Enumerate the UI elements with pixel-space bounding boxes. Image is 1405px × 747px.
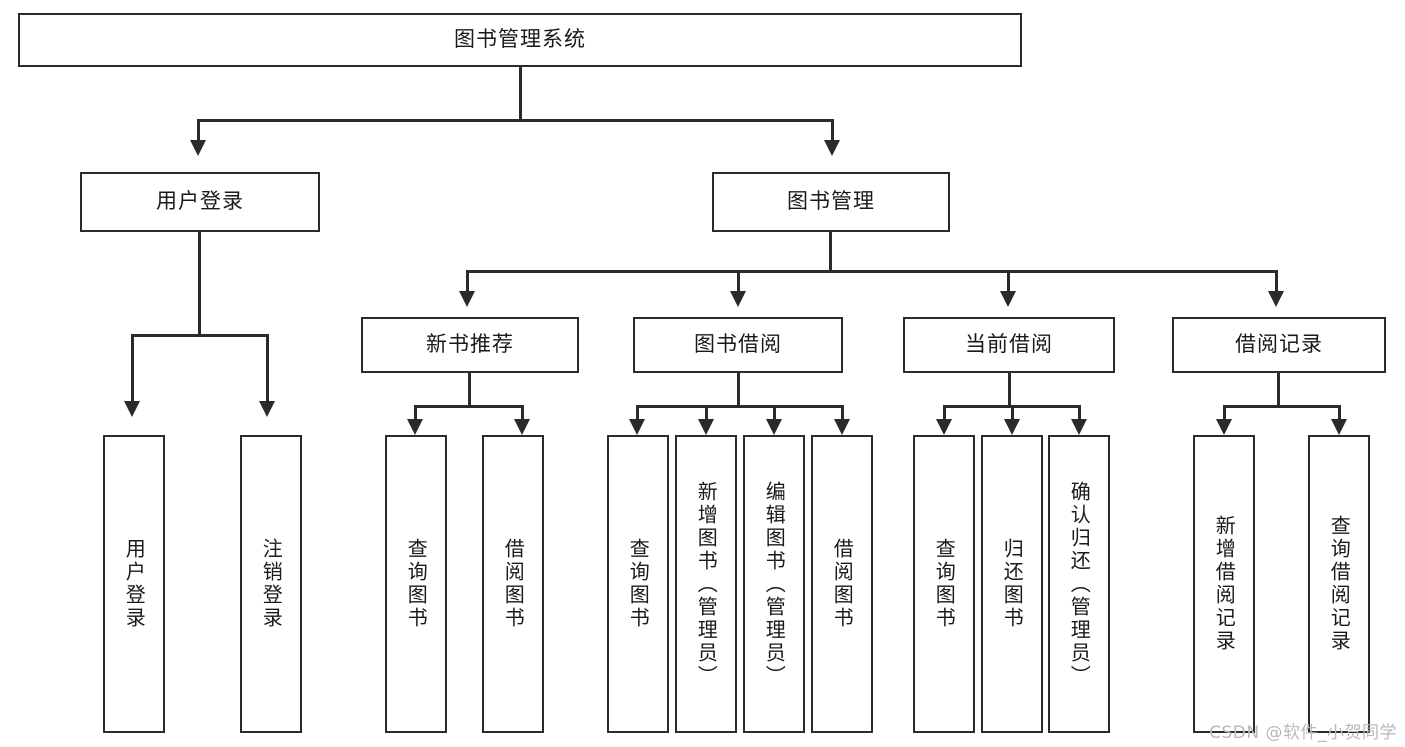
connector-nbr-drop-2 [521, 405, 524, 421]
connector-user-login-stem [198, 232, 201, 336]
arrowhead-borrow-record [1268, 291, 1284, 307]
arrowhead-leaf-query-record [1331, 419, 1347, 435]
connector-bb-drop-2 [705, 405, 708, 421]
node-label: 借阅图书 [501, 538, 526, 630]
connector-to-book-management [831, 119, 834, 141]
connector-user-login-drop-2 [266, 334, 269, 402]
arrowhead-leaf-add-record [1216, 419, 1232, 435]
leaf-borrow-book-1[interactable]: 借阅图书 [482, 435, 544, 733]
arrowhead-leaf-return-book [1004, 419, 1020, 435]
connector-nbr-drop-1 [414, 405, 417, 421]
connector-bm-drop-4 [1275, 270, 1278, 292]
node-user-login[interactable]: 用户登录 [80, 172, 320, 232]
connector-cb-drop-1 [943, 405, 946, 421]
arrowhead-leaf-user-login [124, 401, 140, 417]
arrowhead-leaf-query-book-1 [407, 419, 423, 435]
arrowhead-leaf-borrow-book-2 [834, 419, 850, 435]
arrowhead-leaf-query-book-2 [629, 419, 645, 435]
connector-br-drop-1 [1223, 405, 1226, 421]
connector-bb-stem [737, 373, 740, 407]
node-label: 借阅记录 [1235, 332, 1323, 357]
node-book-management-system[interactable]: 图书管理系统 [18, 13, 1022, 67]
node-label: 借阅图书 [830, 538, 855, 630]
node-label: 图书管理 [787, 189, 875, 214]
arrowhead-leaf-borrow-book-1 [514, 419, 530, 435]
node-label: 图书借阅 [694, 332, 782, 357]
node-new-book-recommend[interactable]: 新书推荐 [361, 317, 579, 373]
arrowhead-current-borrow [1000, 291, 1016, 307]
connector-bb-bus [636, 405, 844, 408]
leaf-query-record[interactable]: 查询借阅记录 [1308, 435, 1370, 733]
node-current-borrow[interactable]: 当前借阅 [903, 317, 1115, 373]
node-label: 用户登录 [156, 189, 244, 214]
node-book-borrow[interactable]: 图书借阅 [633, 317, 843, 373]
connector-bb-drop-4 [841, 405, 844, 421]
node-label: 查询借阅记录 [1327, 515, 1352, 653]
node-label: 当前借阅 [965, 332, 1053, 357]
leaf-query-book-1[interactable]: 查询图书 [385, 435, 447, 733]
connector-br-bus [1223, 405, 1341, 408]
connector-cb-drop-2 [1011, 405, 1014, 421]
connector-root-bus [197, 119, 834, 122]
node-borrow-record[interactable]: 借阅记录 [1172, 317, 1386, 373]
connector-book-management-stem [829, 232, 832, 272]
connector-nbr-stem [468, 373, 471, 407]
connector-bb-drop-3 [773, 405, 776, 421]
leaf-add-record[interactable]: 新增借阅记录 [1193, 435, 1255, 733]
connector-bm-drop-3 [1007, 270, 1010, 292]
connector-book-management-bus [466, 270, 1278, 273]
arrowhead-book-management [824, 140, 840, 156]
node-label: 新书推荐 [426, 332, 514, 357]
leaf-user-login[interactable]: 用户登录 [103, 435, 165, 733]
arrowhead-user-login [190, 140, 206, 156]
connector-to-user-login [197, 119, 200, 141]
arrowhead-leaf-add-book [698, 419, 714, 435]
connector-br-drop-2 [1338, 405, 1341, 421]
node-label: 归还图书 [1000, 538, 1025, 630]
node-label: 新增图书（管理员） [694, 480, 719, 688]
connector-bb-drop-1 [636, 405, 639, 421]
node-label: 确认归还（管理员） [1067, 480, 1092, 688]
arrowhead-leaf-confirm-return [1071, 419, 1087, 435]
connector-user-login-bus [131, 334, 268, 337]
leaf-add-book[interactable]: 新增图书（管理员） [675, 435, 737, 733]
connector-user-login-drop-1 [131, 334, 134, 402]
connector-bm-drop-2 [737, 270, 740, 292]
leaf-query-book-3[interactable]: 查询图书 [913, 435, 975, 733]
node-label: 查询图书 [626, 538, 651, 630]
node-label: 查询图书 [932, 538, 957, 630]
leaf-borrow-book-2[interactable]: 借阅图书 [811, 435, 873, 733]
arrowhead-new-book-recommend [459, 291, 475, 307]
connector-root-stem [519, 67, 522, 120]
arrowhead-leaf-edit-book [766, 419, 782, 435]
leaf-return-book[interactable]: 归还图书 [981, 435, 1043, 733]
connector-nbr-bus [414, 405, 524, 408]
node-label: 编辑图书（管理员） [762, 480, 787, 688]
arrowhead-leaf-logout [259, 401, 275, 417]
node-label: 注销登录 [259, 538, 284, 630]
leaf-confirm-return[interactable]: 确认归还（管理员） [1048, 435, 1110, 733]
node-label: 查询图书 [404, 538, 429, 630]
connector-cb-drop-3 [1078, 405, 1081, 421]
connector-cb-stem [1008, 373, 1011, 407]
node-label: 图书管理系统 [454, 27, 586, 52]
leaf-logout[interactable]: 注销登录 [240, 435, 302, 733]
connector-br-stem [1277, 373, 1280, 407]
arrowhead-leaf-query-book-3 [936, 419, 952, 435]
node-book-management[interactable]: 图书管理 [712, 172, 950, 232]
leaf-query-book-2[interactable]: 查询图书 [607, 435, 669, 733]
node-label: 用户登录 [122, 538, 147, 630]
arrowhead-book-borrow [730, 291, 746, 307]
connector-bm-drop-1 [466, 270, 469, 292]
leaf-edit-book[interactable]: 编辑图书（管理员） [743, 435, 805, 733]
node-label: 新增借阅记录 [1212, 515, 1237, 653]
